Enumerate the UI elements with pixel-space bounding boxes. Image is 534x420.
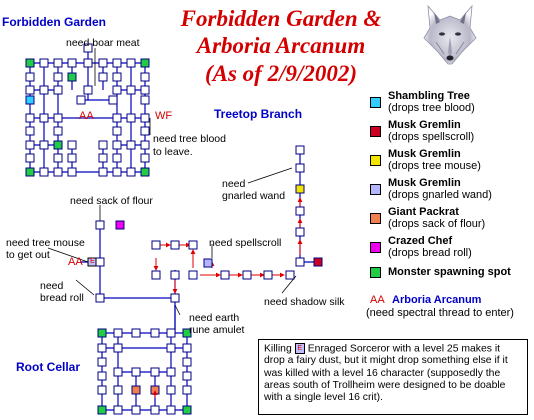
legend-name-2: Musk Gremlin — [388, 148, 461, 160]
spawn-room — [140, 167, 150, 177]
spawn-room — [25, 58, 35, 68]
legend-name-0: Shambling Tree — [388, 90, 470, 102]
spawn-room — [53, 140, 63, 150]
region-root-cellar: Root Cellar — [16, 360, 81, 374]
crazed-chef-room — [115, 220, 125, 230]
info-killing: Killing — [264, 343, 292, 355]
musk-gremlin-tree-mouse-room — [295, 184, 305, 194]
note-tree-mouse-2: to get out — [6, 249, 50, 261]
e-badge-icon: E — [294, 343, 305, 354]
map-title-line-3: (As of 2/9/2002) — [204, 61, 358, 86]
legend-name-6: Monster spawning spot — [388, 266, 511, 278]
note-spellscroll: need spellscroll — [209, 237, 282, 249]
e-marker-label: E — [90, 258, 95, 265]
note-bread-2: bread roll — [40, 292, 84, 304]
legend-swatch-1 — [370, 126, 381, 137]
legend-swatch-0 — [370, 97, 381, 108]
legend-aa-name: Arboria Arcanum — [392, 294, 482, 306]
aa-garden-label: AA — [79, 110, 94, 122]
legend-drop-3: (drops gnarled wand) — [388, 189, 492, 201]
legend-drop-4: (drops sack of flour) — [388, 218, 486, 230]
info-body: Enraged Sorceror with a level 25 makes i… — [264, 343, 508, 404]
legend-swatch-2 — [370, 155, 381, 166]
root-cellar-rooms — [97, 328, 192, 415]
legend-swatch-3 — [370, 184, 381, 195]
musk-gremlin-spellscroll-room — [313, 257, 323, 267]
legend-swatch-5 — [370, 242, 381, 253]
legend-drop-1: (drops spellscroll) — [388, 131, 475, 143]
shambling-tree-room — [25, 95, 35, 105]
note-gnarled-1: need — [222, 178, 246, 190]
legend-name-3: Musk Gremlin — [388, 177, 461, 189]
musk-gremlin-gnarled-wand-room — [203, 258, 213, 268]
legend-aa-symbol: AA — [370, 294, 385, 306]
spawn-room — [67, 72, 77, 82]
legend-drop-2: (drops tree mouse) — [388, 160, 481, 172]
note-sack-flour: need sack of flour — [70, 195, 153, 207]
note-tree-blood-2: to leave. — [153, 146, 193, 158]
region-treetop-branch: Treetop Branch — [214, 107, 303, 121]
note-earth-2: rune amulet — [189, 324, 245, 336]
note-tree-mouse-1: need tree mouse — [6, 237, 85, 249]
wolf-portrait-icon — [423, 4, 477, 65]
spawn-room — [25, 167, 35, 177]
legend-name-4: Giant Packrat — [388, 206, 459, 218]
spawn-room — [140, 58, 150, 68]
legend-drop-0: (drops tree blood) — [388, 102, 475, 114]
note-boar-meat: need boar meat — [66, 37, 140, 49]
legend: Shambling Tree (drops tree blood) Musk G… — [366, 90, 532, 330]
note-earth-1: need earth — [189, 312, 240, 324]
map-title-line-2: Arboria Arcanum — [196, 33, 366, 58]
map-title-line-1: Forbidden Garden & — [180, 6, 382, 31]
legend-name-5: Crazed Chef — [388, 235, 453, 247]
wf-label: WF — [155, 110, 173, 122]
forbidden-garden-rooms — [25, 43, 150, 177]
note-shadow-silk: need shadow silk — [264, 296, 345, 308]
legend-swatch-6 — [370, 267, 381, 278]
note-gnarled-2: gnarled wand — [222, 190, 286, 202]
aa-branch-label: AA — [68, 256, 83, 268]
treetop-branch-rooms — [95, 145, 323, 303]
legend-name-1: Musk Gremlin — [388, 119, 461, 131]
note-tree-blood-1: need tree blood — [153, 133, 226, 145]
legend-aa-note: (need spectral thread to enter) — [366, 307, 514, 319]
region-forbidden-garden: Forbidden Garden — [2, 15, 107, 29]
note-bread-1: need — [40, 280, 64, 292]
legend-swatch-4 — [370, 213, 381, 224]
legend-drop-5: (drops bread roll) — [388, 247, 472, 259]
